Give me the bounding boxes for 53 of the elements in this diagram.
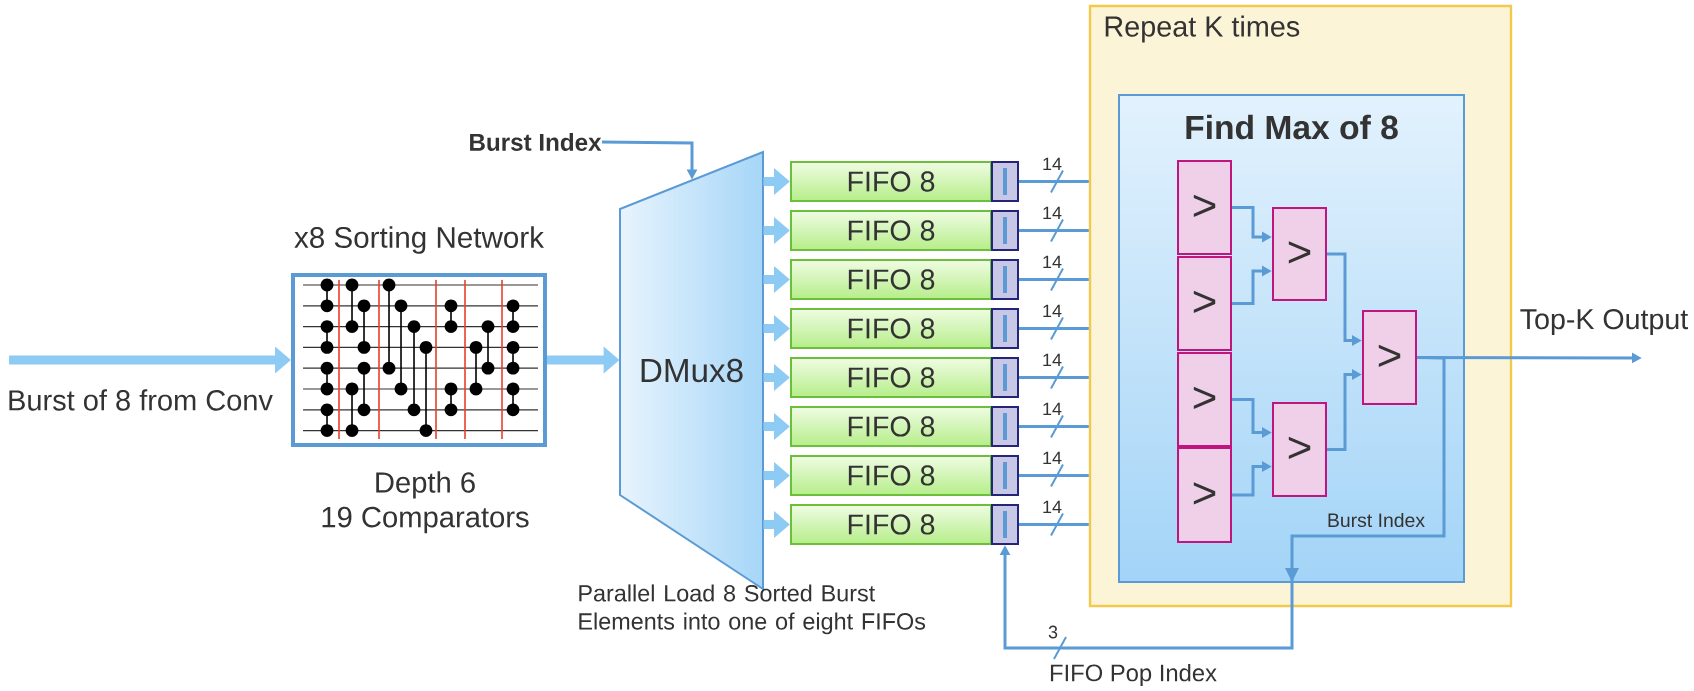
register-box <box>991 406 1019 447</box>
edge-label: 14 <box>1043 451 1062 465</box>
edge-label: FIFO Pop Index <box>1050 663 1217 687</box>
comparator-box: > <box>1177 160 1232 255</box>
comparator-box: > <box>1272 402 1327 497</box>
group-heading: Repeat K times <box>1105 15 1300 43</box>
fifo-box: FIFO 8 <box>790 406 992 447</box>
node-label: 19 Comparators <box>322 506 529 534</box>
demultiplexer-label: DMux8 <box>641 358 743 383</box>
register-box <box>991 259 1019 300</box>
comparator-box: > <box>1177 352 1232 447</box>
register-box <box>991 161 1019 202</box>
bus-line <box>1019 327 1089 330</box>
bus-line <box>1019 229 1089 232</box>
fifo-box: FIFO 8 <box>790 161 992 202</box>
bus-width-label: 3 <box>1048 625 1058 639</box>
comparator-box: > <box>1177 256 1232 351</box>
fifo-box: FIFO 8 <box>790 455 992 496</box>
edge-label: Top-K Output <box>1520 309 1688 335</box>
register-box <box>991 455 1019 496</box>
module-title: Find Max of 8 <box>1186 114 1398 140</box>
edge-label: 14 <box>1043 255 1062 269</box>
fifo-box: FIFO 8 <box>790 210 992 251</box>
edge-label: 14 <box>1043 500 1062 514</box>
fifo-box: FIFO 8 <box>790 504 992 545</box>
register-box <box>991 210 1019 251</box>
signal-label: Burst Index <box>1328 512 1425 528</box>
fifo-box: FIFO 8 <box>790 308 992 349</box>
bus-line <box>1019 376 1089 379</box>
node-label: Depth 6 <box>376 471 475 499</box>
edge-label: 14 <box>1043 157 1062 171</box>
edge-label: 14 <box>1043 353 1062 367</box>
bus-line <box>1019 180 1089 183</box>
comparator-box: > <box>1272 207 1327 301</box>
bus-line <box>1019 278 1089 281</box>
comparator-box: > <box>1362 310 1417 405</box>
fifo-box: FIFO 8 <box>790 357 992 398</box>
signal-label: Burst Index <box>470 133 602 151</box>
register-box <box>991 357 1019 398</box>
bus-line <box>1019 474 1089 477</box>
comparator-box: > <box>1177 447 1232 543</box>
bus-line <box>1019 523 1089 526</box>
register-box <box>991 504 1019 545</box>
note-text: Parallel Load 8 Sorted Burst Elements into one of eight FIFOs <box>579 584 926 635</box>
heading: x8 Sorting Network <box>294 226 544 254</box>
edge-label: Burst of 8 from Conv <box>9 389 273 411</box>
edge-label: 14 <box>1043 304 1062 318</box>
edge-label: 14 <box>1043 206 1062 220</box>
bus-line <box>1019 425 1089 428</box>
fifo-box: FIFO 8 <box>790 259 992 300</box>
edge-label: 14 <box>1043 402 1062 416</box>
register-box <box>991 308 1019 349</box>
arrow <box>999 356 1446 650</box>
